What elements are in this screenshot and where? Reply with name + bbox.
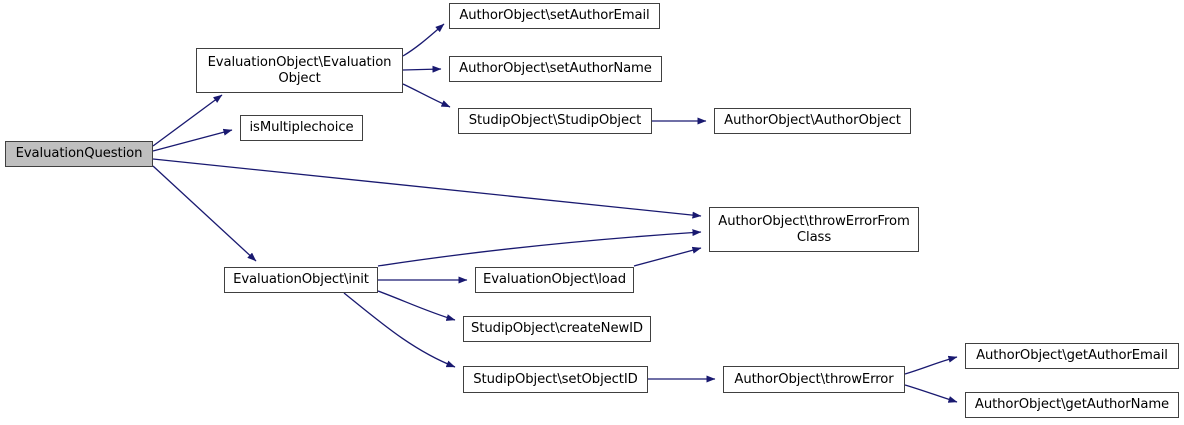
call-edge bbox=[402, 83, 451, 108]
call-edge bbox=[377, 290, 456, 321]
call-edge bbox=[402, 23, 445, 57]
call-edge bbox=[152, 158, 702, 219]
call-edge bbox=[152, 128, 233, 152]
call-edge bbox=[377, 229, 702, 267]
graph-node-authorobject-getauthorname[interactable]: AuthorObject\getAuthorName bbox=[965, 392, 1179, 418]
graph-node-authorobject-getauthoremail[interactable]: AuthorObject\getAuthorEmail bbox=[965, 343, 1179, 369]
graph-node-authorobject-setauthorname[interactable]: AuthorObject\setAuthorName bbox=[449, 56, 662, 82]
graph-node-studipobject-studipobject[interactable]: StudipObject\StudipObject bbox=[458, 108, 652, 134]
graph-node-studipobject-createnewid[interactable]: StudipObject\createNewID bbox=[463, 316, 651, 342]
call-edge bbox=[152, 94, 223, 147]
graph-node-authorobject-throwerrorfromclass[interactable]: AuthorObject\throwErrorFrom Class bbox=[709, 207, 919, 252]
call-edge bbox=[152, 165, 257, 262]
graph-node-authorobject-setauthoremail[interactable]: AuthorObject\setAuthorEmail bbox=[449, 3, 660, 29]
call-edge bbox=[343, 292, 456, 368]
graph-node-authorobject-throwerror[interactable]: AuthorObject\throwError bbox=[723, 366, 905, 393]
graph-node-authorobject-authorobject[interactable]: AuthorObject\AuthorObject bbox=[714, 108, 911, 134]
graph-node-evaluationobject-load[interactable]: EvaluationObject\load bbox=[475, 267, 634, 293]
graph-node-evaluationquestion[interactable]: EvaluationQuestion bbox=[5, 141, 153, 167]
call-edge bbox=[402, 65, 442, 73]
graph-node-ismultiplechoice[interactable]: isMultiplechoice bbox=[240, 115, 363, 141]
graph-node-evaluationobject-evaluationobject[interactable]: EvaluationObject\Evaluation Object bbox=[196, 48, 403, 93]
call-edge bbox=[904, 384, 958, 403]
call-edge bbox=[633, 246, 702, 267]
graph-node-evaluationobject-init[interactable]: EvaluationObject\init bbox=[224, 267, 378, 293]
graph-node-studipobject-setobjectid[interactable]: StudipObject\setObjectID bbox=[463, 366, 648, 393]
call-edge bbox=[904, 355, 958, 375]
